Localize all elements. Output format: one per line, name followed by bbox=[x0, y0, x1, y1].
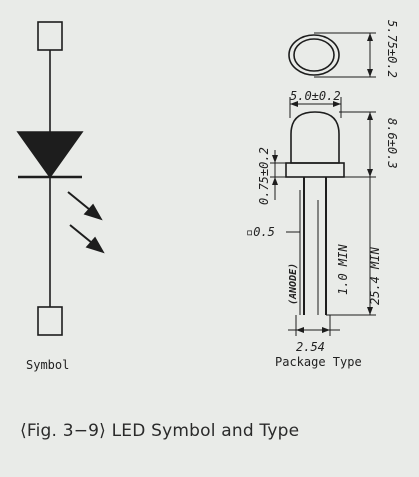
anode-label: (ANODE) bbox=[288, 263, 299, 305]
symbol-label: Symbol bbox=[26, 358, 69, 372]
diode-triangle bbox=[16, 131, 84, 179]
dim-lead-square: ▫0.5 bbox=[246, 225, 275, 239]
dim-width-top: 5.75±0.2 bbox=[385, 20, 399, 78]
package-type-label: Package Type bbox=[275, 355, 362, 369]
bottom-terminal bbox=[37, 306, 63, 336]
dim-lead-length: 25.4 MIN bbox=[368, 246, 382, 305]
dim-lead-min: 1.0 MIN bbox=[336, 244, 350, 295]
dim-diameter: 5.0±0.2 bbox=[290, 89, 341, 103]
dim-pitch: 2.54 bbox=[296, 340, 325, 354]
dim-body-height: 8.6±0.3 bbox=[385, 118, 399, 169]
package-top-view bbox=[288, 34, 340, 76]
emission-arrows-icon bbox=[67, 191, 105, 254]
led-flange bbox=[285, 162, 345, 178]
led-dome bbox=[290, 111, 340, 164]
figure-caption: ⟨Fig. 3−9⟩ LED Symbol and Type bbox=[20, 421, 300, 441]
top-terminal bbox=[37, 21, 63, 51]
dim-flange: 0.75±0.2 bbox=[257, 147, 271, 205]
